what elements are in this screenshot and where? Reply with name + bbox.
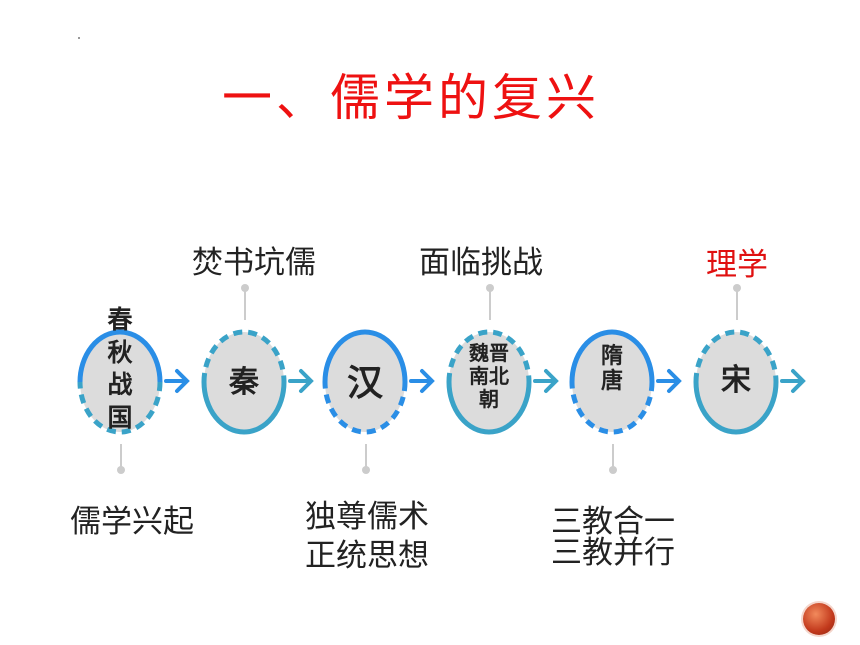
era-node-qin: 秦 [196,320,292,444]
era-label: 秦 [229,365,259,400]
connector-stem [609,444,617,474]
chevron-right-arrow-icon [656,369,682,393]
era-disc [325,332,405,432]
caption-song: 理学 [706,247,768,283]
chevron-right-arrow-icon [780,369,806,393]
connector-dot [486,284,494,292]
corner-dot [78,37,80,39]
connector-stem [117,444,125,474]
era-ring [201,329,287,435]
chevron-right-arrow-icon [288,369,314,393]
era-ring [569,329,655,435]
chevron-right-arrow-icon [164,369,190,393]
caption-wei-jin: 面临挑战 [419,245,543,281]
page-badge-icon [803,603,835,635]
connector-stem [362,444,370,474]
chevron-right-arrow-icon [533,369,559,393]
era-node-han: 汉 [317,320,413,444]
era-ring [446,329,532,435]
connector-dot [609,466,617,474]
connector-dot [733,284,741,292]
caption-qin: 焚书坑儒 [192,245,316,281]
era-disc [80,332,160,432]
connector-stem [241,284,249,320]
era-ring [693,329,779,435]
era-node-sui-tang: 隋 唐 [564,320,660,444]
era-label: 宋 [721,363,751,398]
era-node-wei-jin-southern-northern: 魏晋 南北 朝 [441,320,537,444]
slide-title: 一、儒学的复兴 [222,69,600,127]
era-label: 春 秋 战 国 [107,305,133,432]
connector-dot [362,466,370,474]
connector-stem [486,284,494,320]
era-label: 汉 [346,363,383,404]
connector-dot [117,466,125,474]
era-disc [696,332,776,432]
caption-sui-tang: 三教合一 三教并行 [551,504,675,571]
era-disc [449,332,529,432]
era-disc [204,332,284,432]
era-label: 魏晋 南北 朝 [469,341,509,411]
era-node-spring-autumn-warring-states: 春 秋 战 国 [72,305,168,444]
caption-han: 独尊儒术 正统思想 [305,499,429,574]
connector-dot [241,284,249,292]
era-label: 隋 唐 [600,344,623,395]
era-node-song: 宋 [688,320,784,444]
era-disc [572,332,652,432]
era-ring [322,329,408,435]
connector-stem [733,284,741,320]
chevron-right-arrow-icon [409,369,435,393]
era-ring [77,329,163,435]
caption-spring-autumn: 儒学兴起 [70,504,194,540]
